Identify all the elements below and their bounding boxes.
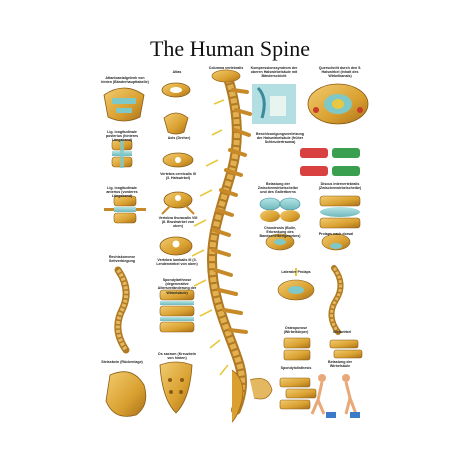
label-compression: Kompressionssyndrom der oberen Halswirbe…: [250, 66, 298, 79]
spondylolisthesis-illustration: [279, 377, 317, 410]
chondrosis-illustration: [265, 233, 295, 251]
disc-load-illustration: [259, 197, 301, 222]
label-cervical: Vertebra cervicalis III (3. Halswirbel): [160, 172, 196, 181]
sacrum-lateral-illustration: [105, 371, 147, 417]
lateral-prolapse-illustration: [277, 268, 315, 301]
label-spondylolisthesis: Spondylolisthesis: [280, 366, 312, 370]
lig-posterius-illustration: [111, 139, 133, 168]
label-lateral-prolapse: Lateraler Prolaps: [281, 270, 311, 274]
cervical-vertebra-illustration: [162, 152, 194, 168]
compression-illustration: [252, 84, 296, 124]
label-lig-posterius: Lig. longitudinale posterius (hinteres L…: [105, 130, 139, 143]
scoliosis-right-illustration: [328, 265, 344, 335]
atlantoaxial-illustration: [103, 87, 145, 122]
glide-illustration: [329, 339, 363, 359]
sacrum-posterior-illustration: [159, 361, 193, 414]
atlas-illustration: [161, 82, 191, 98]
label-atlas: Atlas: [172, 70, 182, 74]
label-prolapse: Prolaps nach dorsal: [318, 232, 354, 236]
label-columna: Columna vertebralis: [208, 66, 244, 70]
label-spondylarthrose: Spondylarthrose (degenerative Altersverä…: [157, 278, 197, 295]
thoracic-vertebra-illustration: [161, 191, 195, 215]
label-disc-intervertebralis: Discus intervertebralis (Zwischenwirbels…: [318, 182, 362, 191]
label-lumbar: Vertebra lumbalis III (3. Lendenwirbel v…: [156, 258, 198, 267]
label-sacrum: Os sacrum (Kreuzbein von hinten): [157, 352, 197, 361]
lumbar-vertebra-illustration: [159, 236, 193, 256]
prolapse-illustration: [321, 233, 351, 251]
label-lig-anterius: Lig. longitudinale anterius (vorderes Lä…: [106, 186, 138, 199]
disc-intervertebralis-illustration: [319, 195, 361, 229]
label-whiplash: Beschleunigungsverletzung der Halswirbel…: [256, 132, 304, 145]
scoliosis-illustration: [114, 266, 130, 354]
label-lifting: Belastung der Wirbelsäule: [328, 360, 352, 369]
label-scoliosis: Rechtskonvexe Seitverbiegung: [108, 255, 136, 264]
osteoporosis-illustration: [283, 337, 311, 361]
label-thoracic: Vertebra thoracalis VIII (8. Brustwirbel…: [158, 216, 198, 229]
label-atlas-axis-ligaments: Atlantoaxialgelenk von hinten (Bänderhau…: [101, 76, 149, 85]
label-axis: Axis (Dreher): [167, 136, 191, 140]
spinal-column: [191, 69, 273, 423]
label-glide: Gleitwirbel: [332, 330, 352, 334]
label-coccyx: Steissbein (Rückenlage): [101, 360, 143, 364]
label-cross-section: Querschnitt durch den 5. Halswirbel (Inh…: [318, 66, 362, 79]
label-chondrosis: Chondrosis (Bulle, Erkrankung des Bandsc…: [259, 226, 301, 239]
spondylarthrose-illustration: [159, 289, 195, 333]
axis-illustration: [163, 112, 189, 135]
label-osteoporosis: Osteoporose (Wirbelkörper): [283, 326, 309, 335]
cross-section-illustration: [307, 83, 369, 125]
label-disc-load: Belastung der Zwischenwirbelscheibe und …: [257, 182, 299, 195]
lig-anterius-illustration: [104, 195, 146, 224]
poster-title: The Human Spine: [149, 36, 311, 61]
lifting-illustration: [310, 374, 360, 418]
whiplash-illustration: [300, 148, 360, 176]
